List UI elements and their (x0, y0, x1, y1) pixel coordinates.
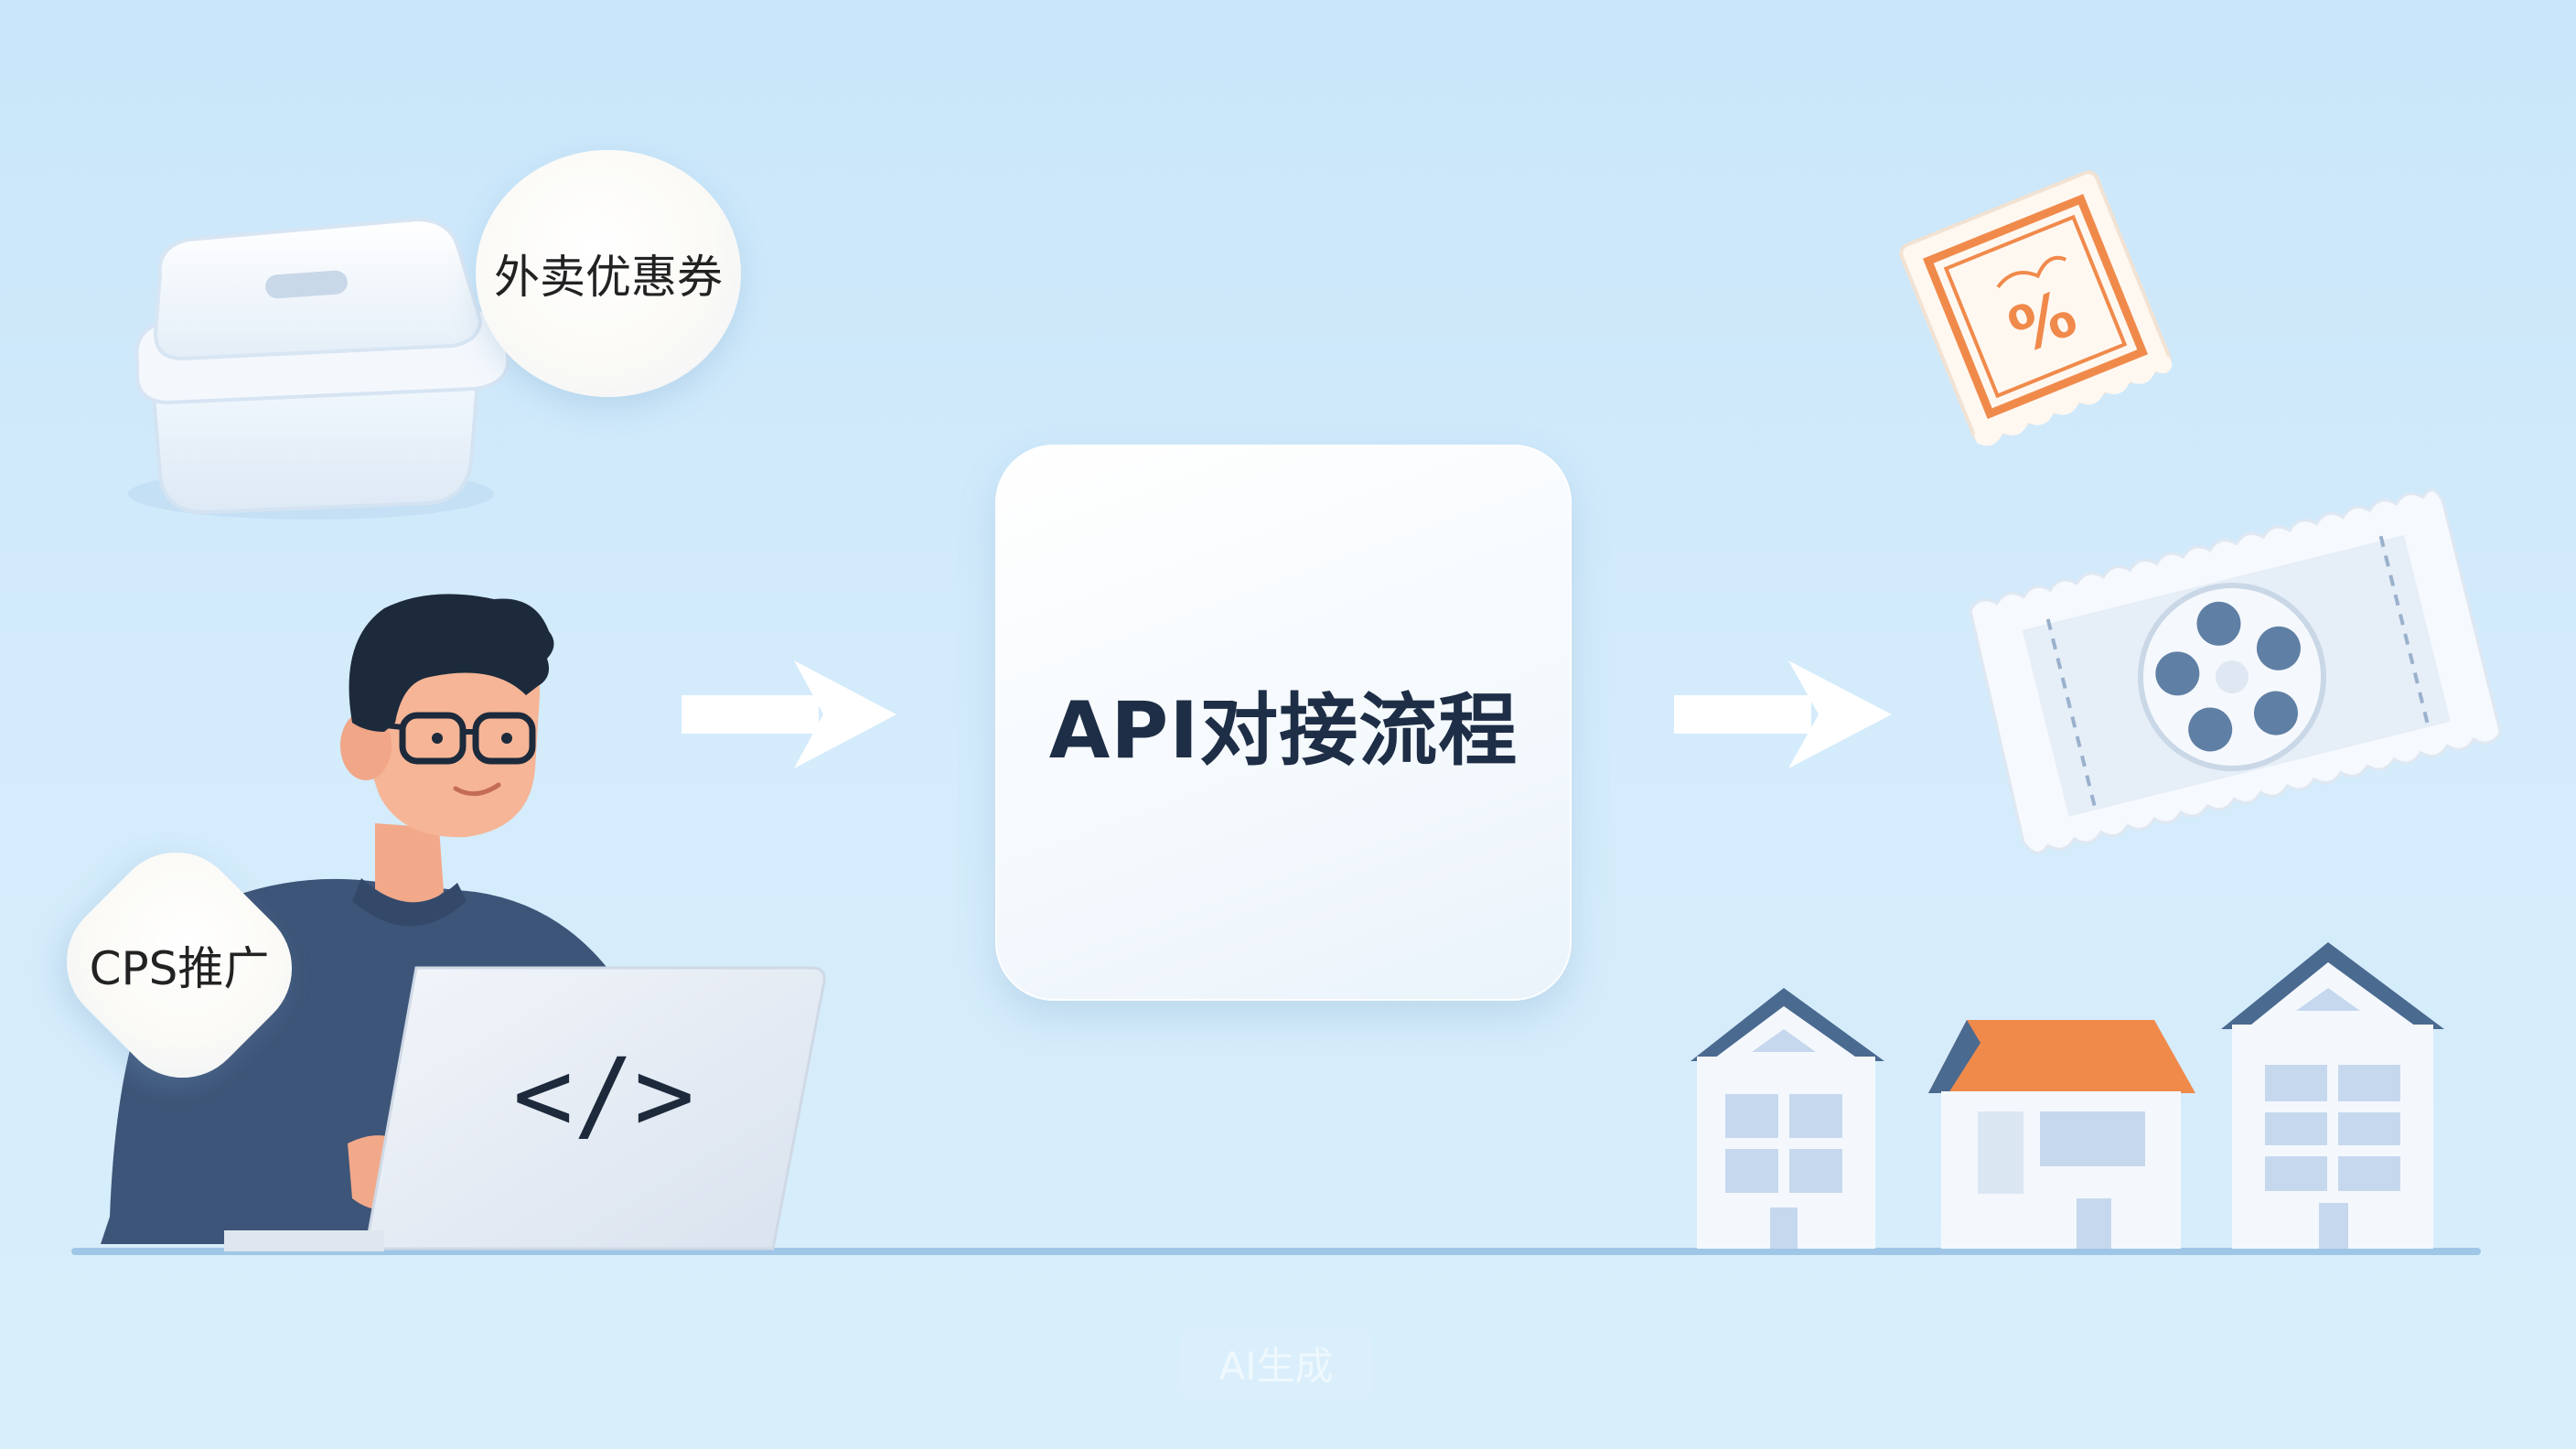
house-icon (1690, 988, 1884, 1249)
api-flow-title: API对接流程 (1048, 684, 1519, 777)
laptop-icon: </> (224, 966, 826, 1251)
house-icon (2221, 942, 2444, 1249)
takeout-box-icon (128, 217, 510, 520)
arrow-right-icon (682, 660, 896, 768)
cps-promotion-bubble: CPS推广 (39, 825, 319, 1105)
movie-ticket-icon (1969, 488, 2503, 854)
takeout-coupon-bubble: 外卖优惠券 (476, 150, 741, 397)
takeout-coupon-label: 外卖优惠券 (494, 251, 723, 304)
house-icon (1928, 1020, 2195, 1249)
ai-generated-watermark: AI生成 (1180, 1326, 1372, 1400)
cps-promotion-label: CPS推广 (89, 942, 270, 995)
api-flow-card: API对接流程 (995, 445, 1572, 1001)
laptop-code-symbol: </> (513, 1036, 695, 1154)
coupon-ticket-icon: % (1899, 170, 2173, 446)
arrow-right-icon (1674, 660, 1892, 768)
